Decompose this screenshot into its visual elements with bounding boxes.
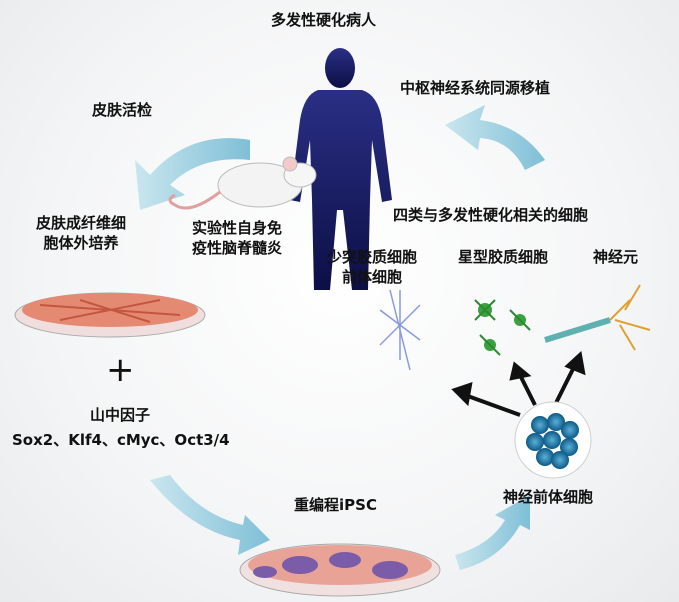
label-opc: 少突胶质细胞 前体细胞	[327, 247, 417, 287]
label-neuron: 神经元	[593, 248, 639, 266]
astrocyte-cells	[474, 299, 531, 356]
label-fibroblast-line2: 胞体外培养	[43, 234, 119, 252]
npc-sphere	[514, 401, 592, 479]
label-yamanaka: 山中因子	[90, 406, 151, 424]
patient-silhouette	[290, 48, 392, 290]
label-ipsc: 重编程iPSC	[294, 496, 377, 514]
ipsc-dish	[239, 543, 441, 597]
label-transplant: 中枢神经系统同源移植	[400, 79, 551, 97]
label-astrocyte: 星型胶质细胞	[458, 248, 549, 266]
label-four-cells: 四类与多发性硬化相关的细胞	[393, 206, 589, 224]
mouse-illustration	[168, 156, 317, 210]
label-fibroblast: 皮肤成纤维细 胞体外培养	[36, 213, 126, 253]
arrow-biopsy	[135, 138, 250, 210]
fibroblast-dish	[14, 292, 206, 338]
arrow-to-npc	[455, 495, 530, 570]
neuron-cell	[544, 284, 651, 351]
label-patient: 多发性硬化病人	[271, 11, 377, 29]
label-fibroblast-line1: 皮肤成纤维细	[36, 214, 127, 232]
label-npc: 神经前体细胞	[503, 488, 594, 506]
arrow-to-ipsc	[150, 475, 270, 555]
label-eae: 实验性自身免 疫性脑脊髓炎	[192, 218, 282, 258]
plus-sign: +	[106, 350, 135, 390]
opc-cell	[379, 289, 421, 371]
label-opc-line1: 少突胶质细胞	[327, 248, 418, 266]
label-opc-line2: 前体细胞	[342, 268, 403, 286]
differentiation-arrows	[451, 351, 586, 417]
label-eae-line2: 疫性脑脊髓炎	[192, 239, 283, 257]
label-eae-line1: 实验性自身免	[192, 219, 283, 237]
label-biopsy: 皮肤活检	[92, 101, 153, 119]
label-factors: Sox2、Klf4、cMyc、Oct3/4	[12, 431, 230, 449]
arrow-transplant	[445, 105, 545, 170]
